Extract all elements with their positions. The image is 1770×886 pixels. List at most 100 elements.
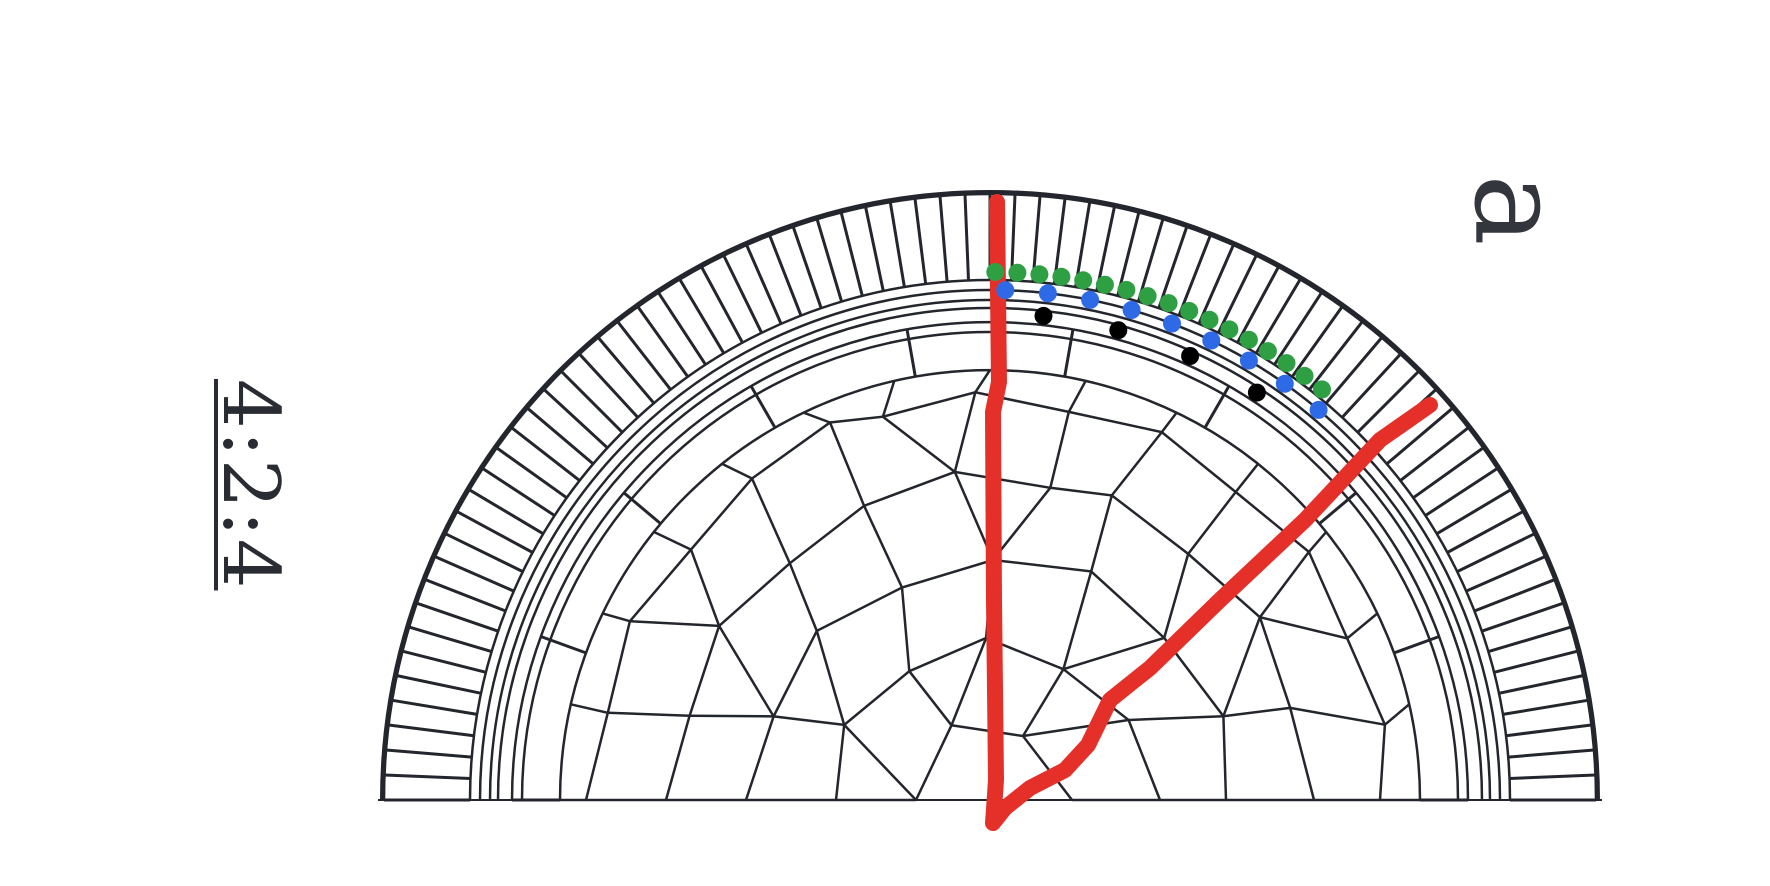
green-marker-dot: [1295, 366, 1314, 385]
cell-wall-radial: [1089, 495, 1114, 572]
palisade-cell-wall: [1473, 578, 1556, 613]
palisade-cell-wall: [888, 202, 906, 288]
cell-wall-radial: [1346, 612, 1379, 640]
cell-wall-ring: [664, 470, 1316, 801]
elongated-cell-wall: [1318, 491, 1358, 525]
cell-wall-radial: [1022, 718, 1129, 738]
inner-cell-network: [378, 369, 1602, 802]
green-marker-dot: [1200, 310, 1219, 329]
green-marker-dot: [1220, 320, 1239, 339]
palisade-cell-wall: [839, 212, 864, 297]
cell-wall-radial: [689, 549, 721, 627]
palisade-cell-wall: [384, 773, 471, 780]
palisade-cell-wall: [791, 226, 823, 309]
palisade-cell-wall: [396, 674, 482, 695]
green-marker-dot: [1052, 267, 1071, 286]
blue-marker-dot: [1275, 374, 1294, 393]
cell-layers: [380, 190, 1600, 802]
cell-wall-radial: [828, 422, 866, 507]
palisade-cell-wall: [768, 234, 803, 317]
blue-marker-dot: [1202, 331, 1221, 350]
elongated-cell-wall: [540, 635, 587, 655]
elongated-cell-wall: [749, 385, 777, 429]
palisade-cell-wall: [1254, 278, 1302, 355]
palisade-cell-wall: [424, 578, 507, 613]
elongated-cell-wall: [1063, 329, 1075, 377]
cell-wall-radial: [900, 587, 911, 672]
blue-marker-dot: [1081, 290, 1100, 309]
cell-wall-radial: [908, 670, 953, 727]
palisade-cell-wall: [408, 625, 493, 654]
cell-wall-radial: [689, 714, 774, 718]
marker-dots: [986, 263, 1331, 419]
cell-wall-ring: [914, 723, 1073, 801]
black-marker-dot: [1247, 383, 1266, 402]
cell-wall-radial: [950, 637, 988, 726]
green-marker-dot: [1117, 280, 1136, 299]
blue-marker-dot: [996, 281, 1015, 300]
cell-wall-radial: [1160, 411, 1178, 433]
palisade-cell-wall: [616, 320, 672, 391]
palisade-cell-wall: [1308, 320, 1364, 391]
palisade-cell-wall: [636, 305, 690, 378]
cell-wall-radial: [1258, 551, 1310, 618]
cell-wall-radial: [1187, 491, 1237, 555]
cell-wall-radial: [607, 711, 690, 717]
cell-wall-radial: [1021, 668, 1065, 737]
palisade-cell-wall: [1481, 601, 1564, 633]
green-marker-dot: [1008, 263, 1027, 282]
palisade-cell-wall: [1465, 555, 1546, 593]
palisade-cell-wall: [1217, 254, 1258, 334]
palisade-cell-wall: [745, 244, 783, 325]
palisade-cell-wall: [657, 291, 707, 366]
palisade-cell-wall: [1498, 674, 1584, 695]
palisade-cell-wall: [510, 426, 581, 482]
layer-ring: [520, 330, 1460, 801]
cell-wall-radial: [1049, 411, 1071, 489]
cell-wall-radial: [602, 612, 631, 623]
palisade-cell-wall: [700, 266, 744, 344]
palisade-cell-wall: [1446, 510, 1524, 554]
palisade-cell-wall: [388, 723, 475, 738]
cell-wall-radial: [1384, 703, 1411, 726]
palisade-cell-wall: [416, 601, 499, 633]
cell-wall-radial: [862, 505, 904, 589]
cell-wall-radial: [953, 391, 977, 473]
green-marker-dot: [1313, 380, 1331, 399]
palisade-cell-wall: [1095, 206, 1116, 292]
red-sector-outline: [985, 194, 1438, 831]
palisade-cell-wall: [560, 370, 624, 434]
cell-wall-radial: [1259, 615, 1348, 640]
cell-wall-radial: [991, 487, 1052, 561]
palisade-cell-wall: [444, 532, 524, 573]
cell-wall-radial: [1062, 571, 1093, 670]
palisade-cell-wall: [1136, 218, 1165, 303]
palisade-cell-wall: [1456, 532, 1536, 573]
black-marker-dot: [1181, 347, 1200, 365]
palisade-cell-wall: [1157, 226, 1189, 309]
palisade-cell-wall: [1509, 773, 1596, 780]
palisade-cell-wall: [1356, 370, 1420, 434]
green-marker-dot: [1074, 271, 1093, 290]
cell-wall-radial: [570, 703, 609, 715]
palisade-cell-wall: [815, 218, 844, 303]
palisade-cell-wall: [1399, 426, 1470, 482]
layer-ring: [510, 320, 1470, 801]
palisade-cell-wall: [1074, 202, 1092, 288]
palisade-cell-wall: [678, 278, 726, 355]
palisade-cell-wall: [385, 748, 472, 759]
palisade-cell-wall: [481, 467, 556, 517]
green-marker-dot: [1095, 275, 1114, 294]
palisade-cell-wall: [1412, 446, 1485, 500]
cell-wall-radial: [1110, 431, 1163, 497]
cell-wall-radial: [974, 369, 992, 393]
palisade-cell-wall: [597, 336, 656, 405]
palisade-cell-wall: [1177, 234, 1212, 317]
palisade-cell-wall: [1502, 698, 1588, 716]
palisade-cell-wall: [543, 388, 609, 449]
cell-wall-radial: [721, 462, 753, 480]
palisade-cell-wall: [434, 555, 515, 593]
palisade-cell-wall: [913, 198, 928, 285]
